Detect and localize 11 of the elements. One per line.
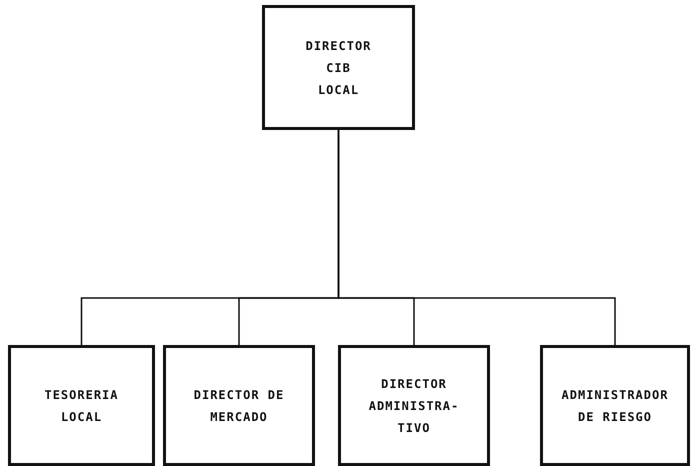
org-box (540, 345, 690, 466)
org-box (8, 345, 155, 466)
node-label: DIRECTOR ADMINISTRA- TIVO (368, 376, 460, 436)
org-box (338, 345, 490, 466)
node-label: DIRECTOR CIB LOCAL (304, 38, 372, 98)
connector-line (338, 130, 616, 345)
node-label: ADMINISTRADOR DE RIESGO (560, 386, 670, 426)
node-label: TESORERIA LOCAL (43, 386, 120, 426)
org-box (262, 5, 415, 130)
node-label: DIRECTOR DE MERCADO (192, 386, 286, 426)
org-box (163, 345, 315, 466)
